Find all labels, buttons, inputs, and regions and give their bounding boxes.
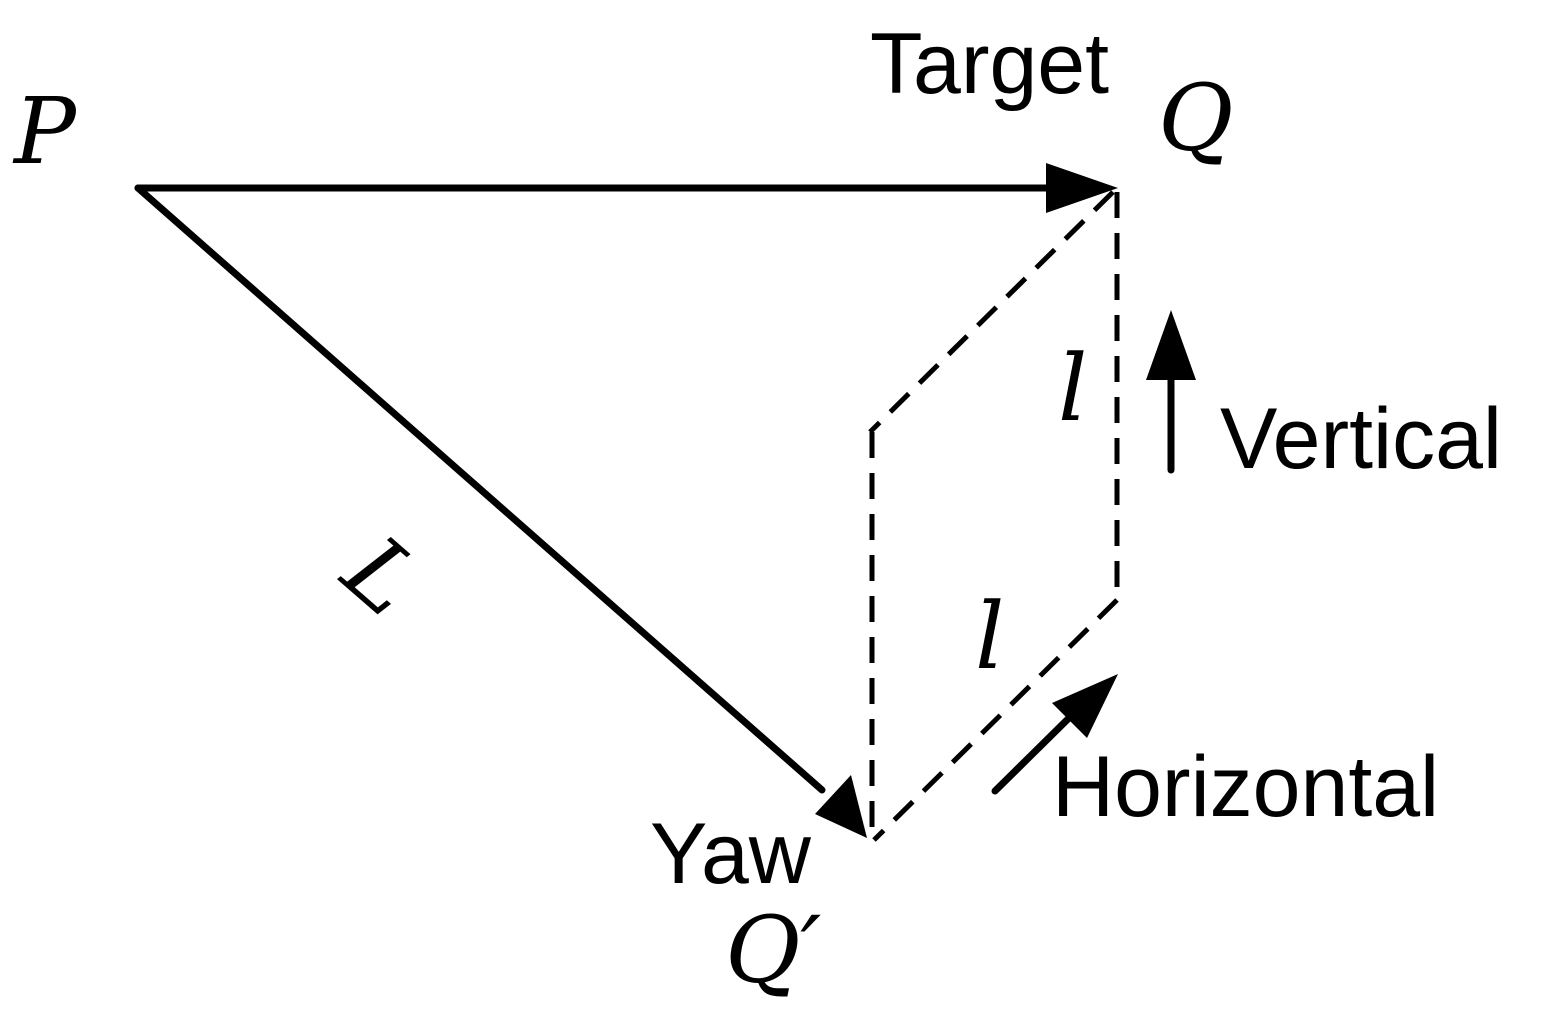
vector-p-to-q-prime [134, 184, 826, 794]
label-point-q-prime: Q′ [725, 897, 821, 1004]
label-point-p: P [12, 78, 78, 185]
horizontal-direction-arrow-shaft [991, 713, 1074, 795]
dashed-edge-q-diagonal [868, 190, 1115, 434]
arrowhead-p-to-q-prime [815, 775, 867, 838]
label-yaw: Yaw [650, 806, 812, 902]
dashed-edge-bottom-diagonal [872, 598, 1119, 842]
vertical-direction-arrowhead [1146, 310, 1196, 380]
label-length-big: L [322, 515, 440, 637]
label-vertical: Vertical [1220, 391, 1502, 487]
arrowhead-p-to-q [1046, 163, 1118, 213]
label-length-small-vertical: l [1058, 335, 1087, 442]
label-target: Target [870, 16, 1109, 112]
label-horizontal: Horizontal [1052, 739, 1439, 835]
horizontal-direction-arrowhead [1052, 674, 1118, 738]
label-length-small-horizontal: l [975, 583, 1004, 690]
label-point-q: Q [1158, 65, 1233, 172]
